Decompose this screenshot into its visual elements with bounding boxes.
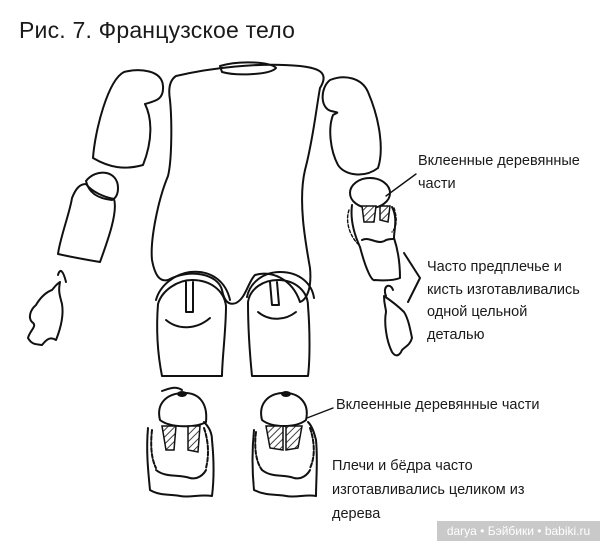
left-lower-leg <box>146 386 215 498</box>
right-thigh <box>246 271 315 377</box>
right-upper-arm <box>321 76 382 176</box>
annotation-line: кисть изготавливались <box>427 281 580 298</box>
annotation-line: части <box>418 176 456 192</box>
annotation-forearm-hand: Часто предплечье и кисть изготавливались… <box>427 256 580 346</box>
annotation-leg-glued-wood: Вклеенные деревянные части <box>336 394 539 417</box>
right-hand <box>383 284 413 357</box>
watermark: darya • Бэйбики • babiki.ru <box>437 521 600 541</box>
annotation-line: дерева <box>332 506 381 522</box>
left-hand <box>27 269 67 346</box>
pointer-lines <box>306 173 421 419</box>
right-lower-leg <box>251 391 318 498</box>
torso <box>150 61 325 305</box>
annotation-line: Вклеенные деревянные <box>418 153 580 169</box>
annotation-line: одной цельной <box>427 304 528 320</box>
annotation-shoulders-thighs: Плечи и бёдра часто изготавливались цели… <box>332 454 525 526</box>
left-thigh <box>155 270 231 377</box>
annotation-line: Вклеенные деревянные части <box>336 397 540 413</box>
annotation-line: изготавливались целиком из <box>332 482 525 498</box>
annotation-line: деталью <box>427 326 485 343</box>
annotation-arm-glued-wood: Вклеенные деревянные части <box>418 150 580 196</box>
left-forearm <box>57 171 119 263</box>
annotation-line: Плечи и бёдра часто <box>332 458 473 474</box>
annotation-line: Часто предплечье и <box>427 259 562 275</box>
right-forearm <box>346 177 401 282</box>
left-upper-arm <box>92 69 165 169</box>
figure-title: Рис. 7. Французское тело <box>19 17 296 43</box>
